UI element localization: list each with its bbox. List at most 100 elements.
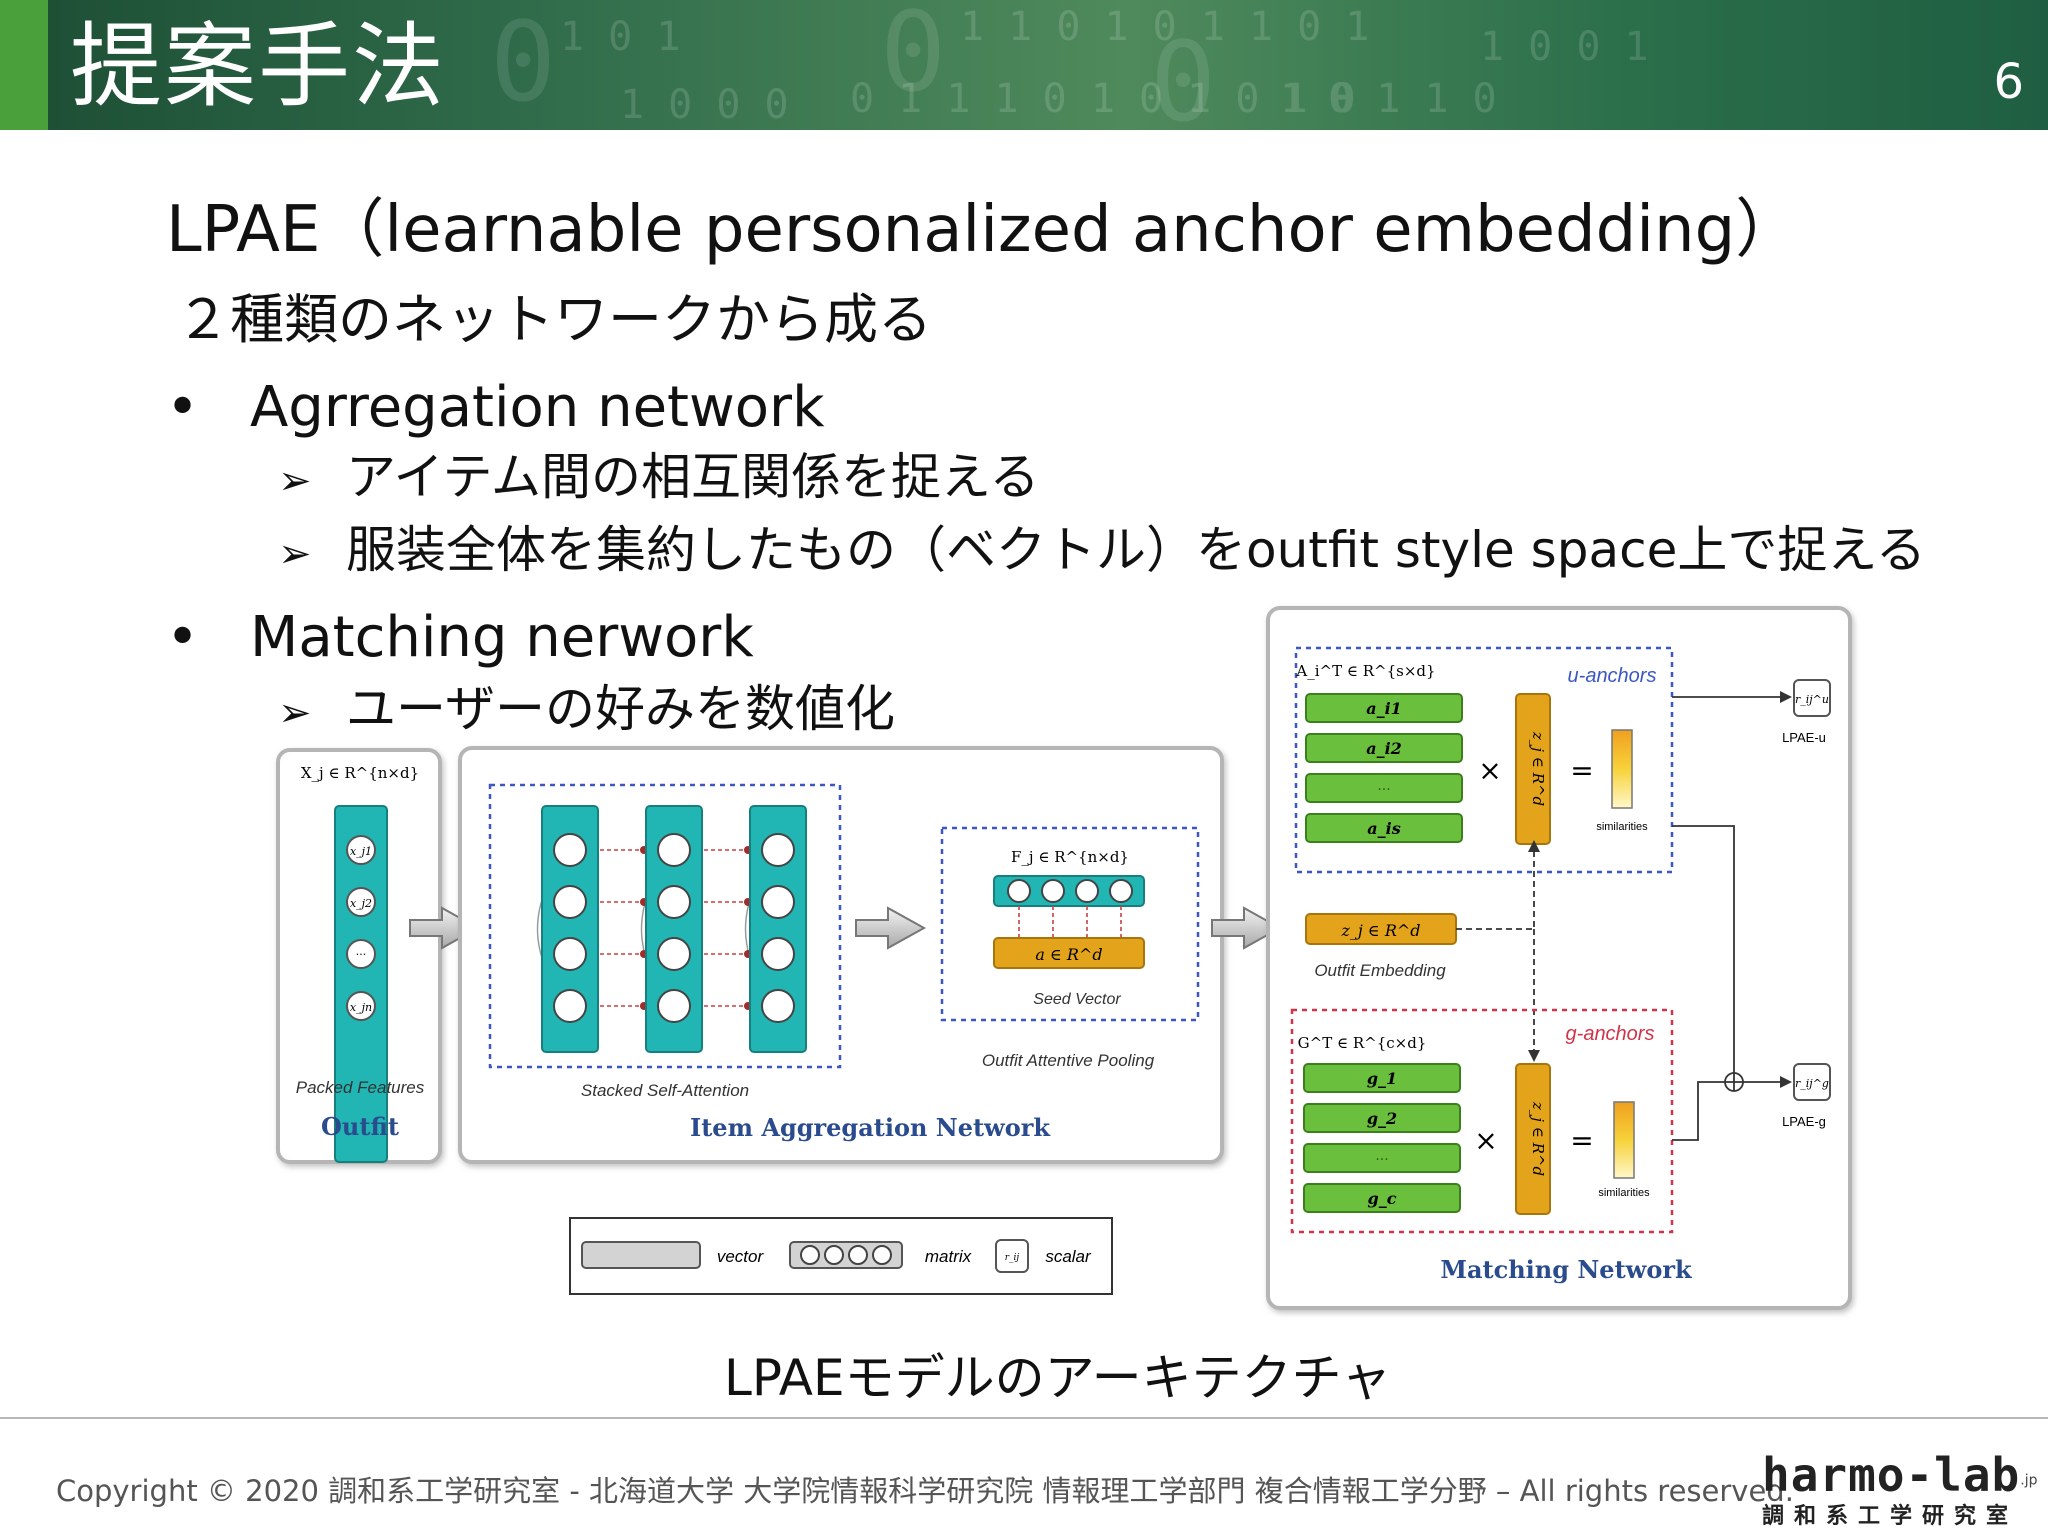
anchor-label: ··· [1377,782,1390,798]
sub-bullet-text: 服装全体を集約したもの（ベクトル）をoutfit style space上で捉え… [346,521,1926,579]
legend-vector-swatch [581,1241,701,1269]
harmo-lab-logo: harmo-lab.jp 調和系工学研究室 [1762,1448,2037,1530]
z-vector-lower [1515,1063,1551,1215]
bullet-text: Agrregation network [250,375,825,440]
g-matrix-label: G^T ∈ R^{c×d} [1298,1034,1427,1052]
item-label: x_j2 [350,897,372,910]
legend-vector-label: vector [717,1247,765,1266]
lpae-u-label: LPAE-u [1782,730,1826,745]
similarities-label: similarities [1596,821,1648,833]
embedding-label: Outfit Embedding [1314,961,1446,980]
seed-vector-label: Seed Vector [1033,991,1121,1008]
section-heading: LPAE（learnable personalized anchor embed… [166,193,1800,267]
anchor-label: g_c [1368,1189,1397,1208]
pool-matrix-label: F_j ∈ R^{n×d} [1011,848,1129,866]
bullet-matching: • Matching nerwork [166,605,754,671]
header-accent-bar [0,0,48,130]
u-to-g-line [1672,825,1735,1082]
legend-matrix-label: matrix [925,1247,972,1266]
seed-vector-bar [993,937,1145,969]
svg-text:1 0 0 1: 1 0 0 1 [1480,24,1649,70]
equals-symbol: = [1570,754,1593,787]
flow-arrow [855,906,927,950]
legend-matrix-swatch [789,1241,903,1269]
r-u-label: r_ij^u [1795,693,1829,706]
times-symbol: × [1474,1124,1497,1157]
g-anchor-bars: g_1 g_2 ··· g_c [1303,1063,1461,1213]
svg-text:1 0 1: 1 0 1 [560,14,680,60]
figure-caption: LPAEモデルのアーキテクチャ [724,1349,1392,1407]
flow-arrow [1211,906,1283,950]
outfit-items: x_j1 x_j2 ··· x_jn [346,835,376,1021]
svg-text:0: 0 [490,0,556,126]
arrow-bullet-icon: ➢ [278,531,312,577]
attentive-pooling-label: Outfit Attentive Pooling [982,1051,1155,1070]
bullet-text: Matching nerwork [250,605,754,670]
svg-text:1 1 0 1 0 1 1 0 1: 1 1 0 1 0 1 1 0 1 [960,4,1369,50]
u-anchors-label: u-anchors [1568,665,1657,687]
item-label: x_jn [350,1001,372,1014]
pool-matrix-bar [993,875,1145,907]
arrow-bullet-icon: ➢ [278,458,312,504]
item-label: x_j1 [350,845,372,858]
anchor-label: ··· [1375,1152,1388,1168]
times-symbol: × [1478,754,1501,787]
attentive-pooling-box [940,826,1200,1022]
slide-title: 提案手法 [70,13,447,120]
sub-bullet: ➢ 服装全体を集約したもの（ベクトル）をoutfit style space上で捉… [278,519,1926,585]
anchor-label: a_i1 [1366,699,1402,718]
similarities-label: similarities [1598,1187,1650,1199]
header-banner: 1 0 1 1 0 0 0 0 1 1 1 0 1 0 1 0 1 0 1 1 0 … [0,0,2048,130]
svg-text:1 0 0 0: 1 0 0 0 [620,82,789,128]
anchor-label: g_1 [1367,1069,1397,1088]
u-anchor-bars: a_i1 a_i2 ··· a_is [1305,693,1463,843]
z-vector-label: z_j ∈ R^d [1529,731,1547,806]
arrow-bullet-icon: ➢ [278,690,312,736]
outfit-matrix-label: X_j ∈ R^{n×d} [301,764,419,782]
g-anchors-label: g-anchors [1566,1023,1655,1045]
bullet-marker: • [166,375,200,440]
footer-divider [0,1417,2048,1419]
sub-bullet: ➢ ユーザーの好みを数値化 [278,678,895,744]
seed-vector-math: a ∈ R^d [1035,945,1102,964]
pooling-links [1018,906,1122,938]
stacked-attention-box [488,783,842,1069]
r-u-scalar [1793,679,1831,717]
svg-text:0 1 1 1 0 1 0 1 0 1 0: 0 1 1 1 0 1 0 1 0 1 0 [850,76,1356,122]
logo-subtitle: 調和系工学研究室 [1762,1504,2019,1529]
logo-text: harmo-lab [1762,1448,2021,1502]
attention-columns [541,805,807,1053]
z-vector-label: z_j ∈ R^d [1529,1101,1547,1176]
lpae-architecture-diagram: X_j ∈ R^{n×d} x_j1 x_j2 ··· x_jn Packed … [276,606,1852,1310]
anchor-label: a_is [1367,819,1400,838]
outfit-title: Outfit [321,1112,399,1141]
item-label: ··· [356,948,367,961]
equals-symbol: = [1570,1124,1593,1157]
bullet-marker: • [166,605,200,670]
sub-bullet: ➢ アイテム間の相互関係を捉える [278,446,1040,512]
svg-text:1 0 1 1 0: 1 0 1 1 0 [1280,76,1497,122]
u-matrix-label: A_i^T ∈ R^{s×d} [1295,662,1435,680]
page-number: 6 [1993,54,2024,110]
anchor-label: g_2 [1367,1109,1397,1128]
g-anchors-box [1290,1008,1674,1234]
section-subheading: ２種類のネットワークから成る [176,288,932,351]
svg-text:0: 0 [1150,18,1216,130]
anchor-label: a_i2 [1366,739,1402,758]
binary-decoration: 1 0 1 1 0 0 0 0 1 1 1 0 1 0 1 0 1 0 1 1 0 … [490,0,1649,130]
sub-bullet-text: ユーザーの好みを数値化 [346,680,895,738]
stacked-attention-label: Stacked Self-Attention [581,1081,749,1100]
sub-bullet-text: アイテム間の相互関係を捉える [346,448,1040,506]
embedding-math: z_j ∈ R^d [1340,921,1420,940]
legend-scalar-symbol: r_ij [1005,1253,1020,1263]
copyright-text: Copyright © 2020 調和系工学研究室 - 北海道大学 大学院情報科… [56,1474,1794,1508]
legend-scalar-swatch [995,1239,1029,1273]
g-similarities-bar [1613,1101,1635,1179]
embedding-links [1456,848,1535,1052]
svg-text:0: 0 [880,0,946,116]
u-similarities-bar [1611,729,1633,809]
lpae-g-label: LPAE-g [1782,1114,1826,1129]
bullet-aggregation: • Agrregation network [166,375,825,441]
r-g-scalar [1793,1063,1831,1101]
aggregation-title: Item Aggregation Network [690,1113,1051,1142]
